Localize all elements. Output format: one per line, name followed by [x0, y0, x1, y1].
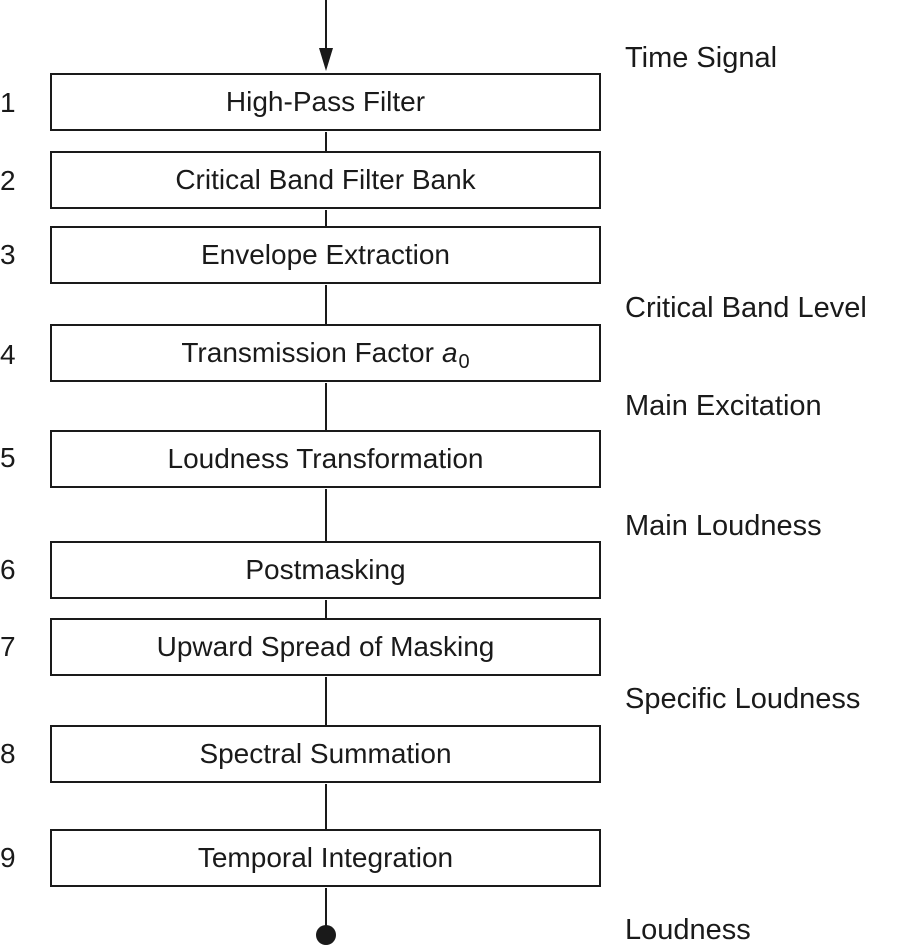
- signal-label-critical-band-level: Critical Band Level: [625, 292, 867, 324]
- step-number-5: 5: [0, 442, 16, 473]
- block-label: Spectral Summation: [199, 738, 452, 769]
- envelope-extraction-block: Envelope Extraction: [50, 226, 601, 284]
- transmission-subscript: 0: [458, 351, 470, 373]
- block-label: Envelope Extraction: [200, 239, 451, 270]
- critical-band-filter-bank-block: Critical Band Filter Bank: [50, 151, 601, 209]
- transmission-symbol: a: [441, 337, 458, 368]
- input-arrowhead: [319, 48, 333, 71]
- block-label: High-Pass Filter: [225, 86, 426, 117]
- step-number-2: 2: [0, 165, 16, 196]
- temporal-integration-block: Temporal Integration: [50, 829, 601, 887]
- signal-label-main-excitation: Main Excitation: [625, 390, 822, 422]
- block-label: Postmasking: [245, 554, 406, 585]
- step-number-8: 8: [0, 738, 16, 769]
- step-number-4: 4: [0, 339, 16, 370]
- signal-label-main-loudness: Main Loudness: [625, 510, 822, 542]
- signal-label-time-signal: Time Signal: [625, 42, 778, 74]
- step-number-9: 9: [0, 842, 16, 873]
- step-number-7: 7: [0, 631, 16, 662]
- block-label: Temporal Integration: [197, 842, 454, 873]
- block-label: Transmission Factor: [181, 337, 434, 368]
- block-label: Upward Spread of Masking: [156, 631, 495, 662]
- postmasking-block: Postmasking: [50, 541, 601, 599]
- step-number-6: 6: [0, 554, 16, 585]
- high-pass-filter-block: High-Pass Filter: [50, 73, 601, 131]
- spectral-summation-block: Spectral Summation: [50, 725, 601, 783]
- step-number-3: 3: [0, 239, 16, 270]
- signal-label-loudness: Loudness: [625, 914, 751, 946]
- step-number-1: 1: [0, 87, 16, 118]
- upward-spread-of-masking-block: Upward Spread of Masking: [50, 618, 601, 676]
- block-label: Critical Band Filter Bank: [175, 164, 476, 195]
- loudness-transformation-block: Loudness Transformation: [50, 430, 601, 488]
- output-terminal-dot: [316, 925, 336, 945]
- block-label: Loudness Transformation: [167, 443, 484, 474]
- signal-label-specific-loudness: Specific Loudness: [625, 683, 861, 715]
